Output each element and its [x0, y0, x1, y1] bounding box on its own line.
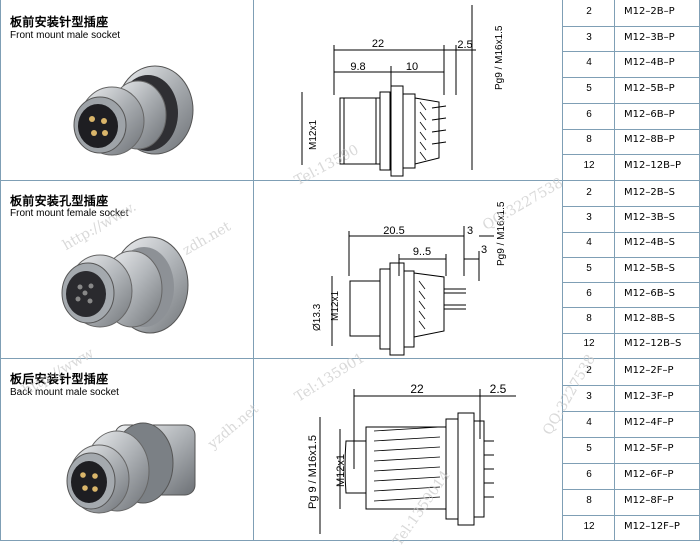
part-code-cell: M12–6B–S — [624, 288, 675, 299]
pin-count-cell: 5 — [586, 263, 592, 274]
pin-count-cell: 5 — [586, 443, 592, 454]
front-mount-male-socket-photo — [73, 65, 194, 156]
section-2-title-en: Front mount female socket — [10, 208, 129, 219]
pin-count-cell: 8 — [586, 313, 592, 324]
row-divider — [562, 51, 700, 52]
part-code-cell: M12–3B–S — [624, 212, 675, 223]
front-mount-male-socket-drawing: 22 9.8 10 2.5 Pg9 / M16x1.5 M12x1 — [301, 5, 505, 177]
section-divider-2 — [0, 358, 700, 359]
part-code-cell: M12–6F–P — [624, 469, 674, 480]
pin-count-cell: 8 — [586, 495, 592, 506]
part-code-cell: M12–2B–P — [624, 6, 675, 17]
section-3-title-en: Back mount male socket — [10, 387, 119, 398]
pin-count-cell: 12 — [583, 521, 595, 532]
row-divider — [562, 282, 700, 283]
pin-count-cell: 2 — [586, 6, 592, 17]
row-divider — [562, 257, 700, 258]
dim-9-5: 9..5 — [413, 246, 431, 258]
pin-count-cell: 4 — [586, 237, 592, 248]
part-code-cell: M12–3F–P — [624, 391, 674, 402]
row-divider — [562, 154, 700, 155]
row-divider — [562, 307, 700, 308]
pin-count-cell: 12 — [583, 160, 595, 171]
row-divider — [562, 515, 700, 516]
part-code-cell: M12–3B–P — [624, 32, 675, 43]
part-code-cell: M12–8B–P — [624, 134, 675, 145]
part-code-cell: M12–5B–S — [624, 263, 675, 274]
section-3-title-cn: 板后安装针型插座 — [10, 372, 109, 386]
part-code-cell: M12–4B–P — [624, 57, 675, 68]
pin-count-cell: 6 — [586, 109, 592, 120]
part-code-cell: M12–4F–P — [624, 417, 674, 428]
thread-label-2: Pg9 / M16x1.5 — [496, 201, 507, 266]
m12-label: M12x1 — [308, 120, 319, 150]
pin-count-cell: 3 — [586, 391, 592, 402]
part-code-cell: M12–12B–S — [624, 338, 682, 349]
dim-22-b: 22 — [410, 382, 424, 396]
pin-count-cell: 5 — [586, 83, 592, 94]
section-divider-1 — [0, 180, 700, 181]
grid-col-divider-3 — [614, 0, 615, 541]
pin-count-cell: 6 — [586, 469, 592, 480]
front-mount-female-socket-photo — [61, 236, 189, 334]
row-divider — [562, 385, 700, 386]
row-divider — [562, 103, 700, 104]
dim-20-5: 20.5 — [383, 225, 404, 237]
dim-2-5-b: 2.5 — [490, 382, 507, 396]
pin-count-cell: 4 — [586, 57, 592, 68]
part-code-cell: M12–5B–P — [624, 83, 675, 94]
row-divider — [562, 411, 700, 412]
back-mount-male-socket-drawing: 22 2.5 Pg 9 / M16x1.5 M12x1 — [307, 382, 516, 534]
dim-3-a: 3 — [467, 225, 473, 237]
row-divider — [562, 232, 700, 233]
pin-count-cell: 6 — [586, 288, 592, 299]
dim-3-b: 3 — [481, 244, 487, 256]
row-divider — [562, 437, 700, 438]
m12-label-3: M12x1 — [335, 454, 347, 487]
dim-22: 22 — [372, 38, 384, 50]
part-code-cell: M12–6B–P — [624, 109, 675, 120]
grid-left-border — [0, 0, 1, 541]
section-1-title-cn: 板前安装针型插座 — [10, 15, 109, 29]
pin-count-cell: 3 — [586, 212, 592, 223]
front-mount-female-socket-drawing: 20.5 9..5 3 3 Pg9 / M16x1.5 M12x1 Ø13.3 — [312, 201, 507, 356]
dim-9-8: 9.8 — [350, 61, 365, 73]
part-code-cell: M12–2F–P — [624, 365, 674, 376]
pin-count-cell: 12 — [583, 338, 595, 349]
back-mount-male-socket-photo — [66, 422, 196, 514]
part-code-cell: M12–4B–S — [624, 237, 675, 248]
part-code-cell: M12–12B–P — [624, 160, 681, 171]
part-code-cell: M12–12F–P — [624, 521, 680, 532]
pin-count-cell: 8 — [586, 134, 592, 145]
section-2-title-cn: 板前安装孔型插座 — [10, 194, 109, 208]
part-code-cell: M12–8F–P — [624, 495, 674, 506]
row-divider — [562, 26, 700, 27]
diameter-label: Ø13.3 — [312, 303, 323, 331]
pin-count-cell: 3 — [586, 32, 592, 43]
dim-10: 10 — [406, 61, 418, 73]
row-divider — [562, 333, 700, 334]
row-divider — [562, 489, 700, 490]
part-code-cell: M12–5F–P — [624, 443, 674, 454]
part-code-cell: M12–8B–S — [624, 313, 675, 324]
pin-count-cell: 4 — [586, 417, 592, 428]
pin-count-cell: 2 — [586, 187, 592, 198]
row-divider — [562, 206, 700, 207]
part-code-cell: M12–2B–S — [624, 187, 675, 198]
grid-col-divider-1 — [253, 0, 254, 541]
thread-label: Pg9 / M16x1.5 — [494, 25, 505, 90]
row-divider — [562, 463, 700, 464]
grid-col-divider-2 — [562, 0, 563, 541]
section-1-title-en: Front mount male socket — [10, 30, 121, 41]
pin-count-cell: 2 — [586, 365, 592, 376]
row-divider — [562, 129, 700, 130]
dim-2-5: 2.5 — [457, 39, 472, 51]
thread-label-3: Pg 9 / M16x1.5 — [307, 435, 319, 509]
row-divider — [562, 77, 700, 78]
m12-label-2: M12x1 — [330, 291, 341, 321]
